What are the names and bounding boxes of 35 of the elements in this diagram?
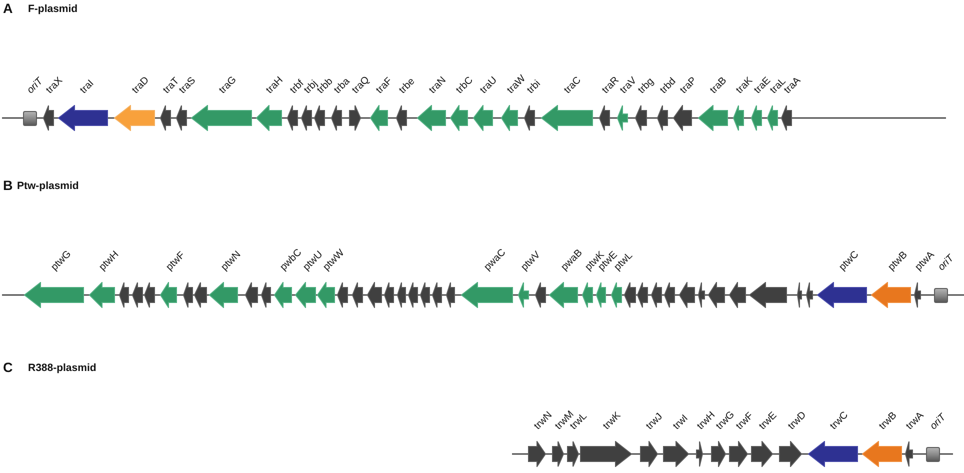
gene-label: traG (216, 74, 238, 96)
gene-label: trbg (636, 76, 656, 96)
gene-label: traD (130, 74, 151, 96)
gene-label: trbi (524, 78, 542, 96)
gene-label: trwA (904, 410, 926, 432)
gene-label: trba (332, 76, 352, 96)
gene-label: traB (708, 75, 729, 96)
gene-label: traU (478, 74, 500, 96)
gene-label: traS (176, 75, 198, 96)
panel-letter: B (3, 178, 13, 192)
gene-label: trbd (658, 76, 678, 96)
site-label: oriT (928, 412, 948, 432)
gene-label: traF (374, 76, 395, 96)
panel-letter: C (3, 360, 13, 374)
panel-letter: A (3, 2, 13, 16)
gene-label: trwI (671, 412, 690, 432)
gene-label: traP (678, 75, 698, 96)
gene-label: trbC (454, 74, 476, 96)
panel-title: F-plasmid (28, 4, 78, 14)
site-label: oriT (936, 253, 956, 273)
gene-label: traX (44, 75, 64, 96)
gene-label: traQ (350, 74, 372, 96)
site-label: oriT (25, 76, 46, 96)
gene-label: traK (734, 75, 754, 96)
panel-title: R388-plasmid (28, 363, 96, 374)
gene-label: trwJ (644, 411, 665, 432)
gene-label: traI (78, 78, 96, 96)
gene-label: traH (264, 74, 286, 96)
gene-label: traN (426, 74, 448, 96)
gene-label: trwB (877, 410, 900, 432)
panel-title: Ptw-plasmid (17, 181, 79, 192)
gene-label: trbe (396, 76, 417, 96)
gene-label: trbj (302, 78, 320, 96)
gene-label: trwD (786, 410, 808, 432)
gene-label: traC (562, 74, 584, 96)
